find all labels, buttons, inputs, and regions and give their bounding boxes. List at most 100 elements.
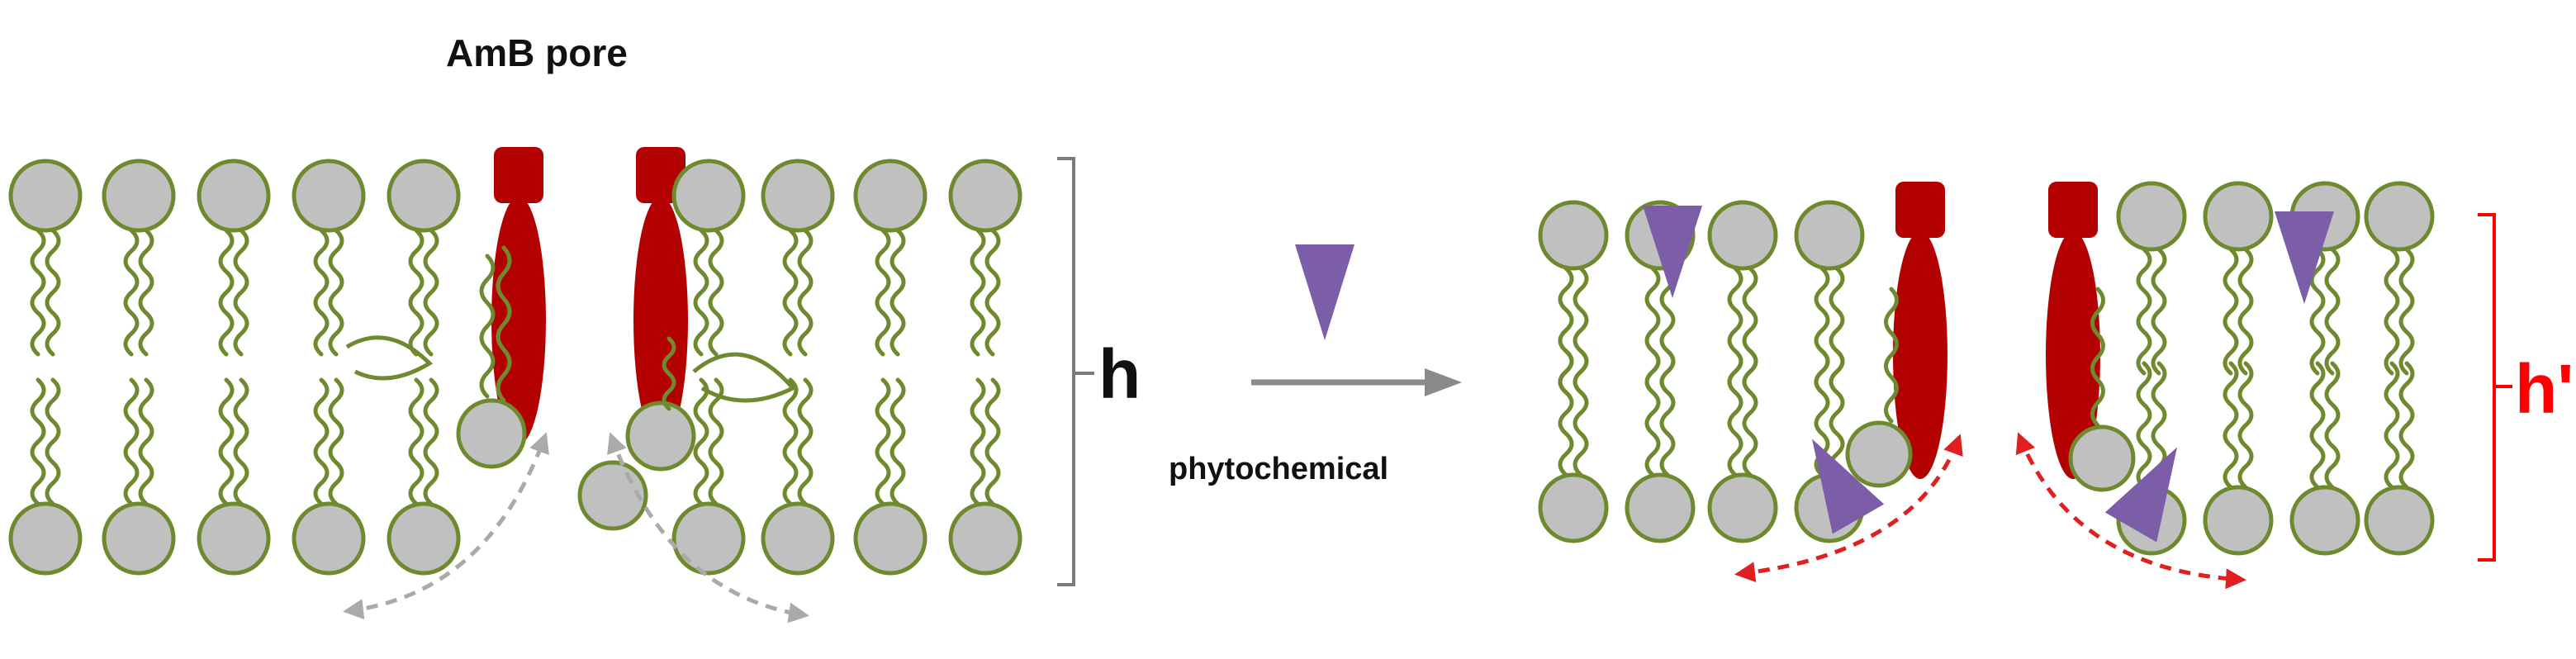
lipid-head (2364, 485, 2435, 556)
lipid-head (2289, 485, 2360, 556)
lipid-head (197, 501, 271, 576)
curved-arrow-after-right (2015, 432, 2246, 590)
lipid-tail (345, 335, 434, 381)
lipid-head (1845, 420, 1913, 488)
lipid-head (387, 159, 461, 233)
lipid-tail (30, 377, 46, 506)
height-label-before: h (1098, 335, 1141, 413)
lipid-tail (797, 377, 814, 506)
amb-head (1895, 182, 1945, 238)
lipid-tail (693, 228, 709, 357)
lipid-tail (2237, 361, 2254, 490)
lipid-head (1538, 472, 1609, 543)
lipid-tail (423, 377, 439, 506)
lipid-tail (782, 377, 799, 506)
figure-title: AmB pore (446, 31, 628, 74)
lipid-head (2203, 181, 2274, 252)
lipid-tail (984, 228, 1001, 357)
height-label-after: h' (2515, 350, 2574, 428)
lipid-tail (408, 377, 425, 506)
lipid-tail (662, 336, 676, 411)
lipid-tail (45, 228, 61, 357)
lipid-head (387, 501, 461, 576)
lipid-tail (692, 352, 796, 403)
lipid-head (1794, 200, 1865, 271)
lipid-tail (2309, 247, 2326, 376)
lipid-head (2203, 485, 2274, 556)
lipid-tail (233, 228, 249, 357)
membrane-after (1538, 181, 2435, 556)
lipid-tail (782, 228, 799, 357)
lipid-head (1538, 200, 1609, 271)
lipid-tail (1727, 348, 1743, 477)
lipid-tail (1573, 348, 1589, 477)
lipid-tail (2384, 247, 2400, 376)
lipid-head (671, 501, 746, 576)
height-bracket-before (1057, 157, 1094, 586)
lipid-tail (693, 377, 709, 506)
lipid-tail (2398, 361, 2415, 490)
height-bracket-after (2478, 213, 2512, 562)
lipid-head (292, 159, 366, 233)
lipid-tail (1829, 348, 1845, 477)
amb-molecule (2046, 231, 2100, 479)
lipid-tail (423, 228, 439, 357)
lipid-tail (138, 228, 154, 357)
lipid-tail (984, 377, 1001, 506)
lipid-tail (218, 377, 235, 506)
lipid-head (102, 501, 176, 576)
lipid-head (853, 159, 927, 233)
lipid-tail (797, 228, 814, 357)
phytochemical-icon (1295, 244, 1354, 340)
lipid-head (853, 501, 927, 576)
lipid-tail (2384, 361, 2400, 490)
lipid-head (456, 398, 527, 469)
lipid-tail (313, 228, 330, 357)
lipid-tail (2324, 361, 2341, 490)
lipid-head (8, 159, 83, 233)
lipid-tail (2136, 247, 2152, 376)
lipid-head (948, 159, 1022, 233)
lipid-tail (875, 228, 891, 357)
lipid-head (948, 501, 1022, 576)
lipid-head (197, 159, 271, 233)
amb-molecule (1893, 231, 1947, 479)
lipid-tail (1644, 348, 1661, 477)
lipid-head (2364, 181, 2435, 252)
lipid-head (761, 501, 835, 576)
lipid-tail (1884, 287, 1899, 424)
amb-head (494, 147, 543, 203)
amb-molecule (491, 197, 546, 444)
lipid-tail (45, 377, 61, 506)
lipid-tail (890, 228, 906, 357)
reaction-arrow (1251, 244, 1462, 396)
lipid-tail (1558, 348, 1574, 477)
lipid-tail (875, 377, 891, 506)
lipid-tail (313, 377, 330, 506)
phytochemical-icon (2275, 211, 2334, 304)
lipid-tail (328, 228, 344, 357)
lipid-head (1625, 472, 1696, 543)
lipid-tail (1742, 348, 1758, 477)
lipid-tail (2309, 361, 2326, 490)
lipid-tail (233, 377, 249, 506)
lipid-tail (123, 228, 140, 357)
amb-head (2048, 182, 2098, 238)
lipid-tail (2136, 361, 2152, 490)
membrane-before (8, 147, 1022, 576)
lipid-tail (138, 377, 154, 506)
lipid-tail (2324, 247, 2341, 376)
lipid-tail (2223, 247, 2239, 376)
lipid-tail (408, 228, 425, 357)
lipid-head (8, 501, 83, 576)
lipid-tail (970, 228, 986, 357)
lipid-tail (708, 228, 724, 357)
curved-arrow-after-left (1734, 434, 1963, 583)
lipid-head (761, 159, 835, 233)
lipid-head (625, 401, 696, 472)
lipid-head (2068, 424, 2136, 492)
lipid-head (671, 159, 746, 233)
lipid-head (2116, 181, 2187, 252)
lipid-tail (328, 377, 344, 506)
